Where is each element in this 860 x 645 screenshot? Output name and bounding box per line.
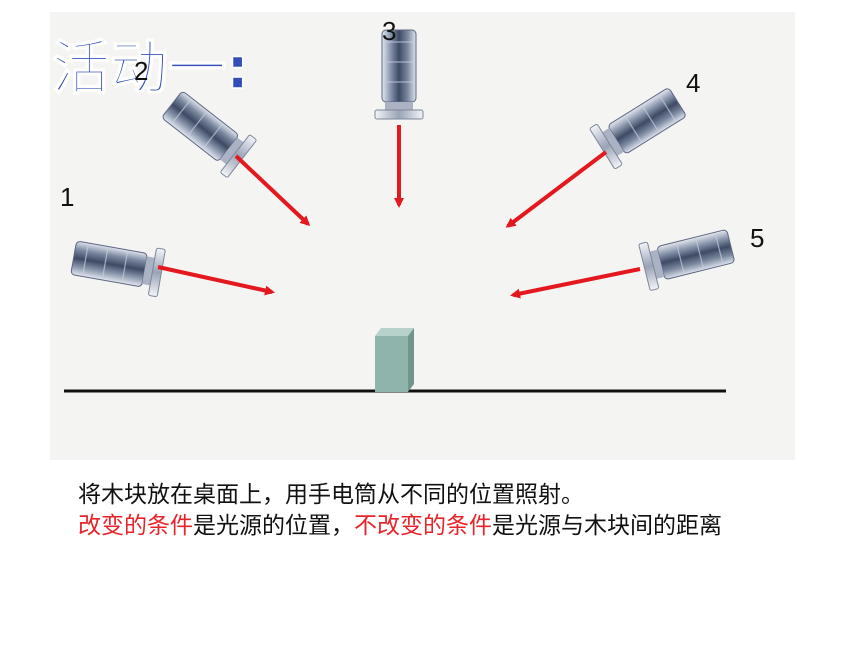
flashlight-band xyxy=(675,242,685,275)
flashlight-head xyxy=(589,124,623,170)
changed-condition-text: 是光源的位置， xyxy=(193,513,354,539)
flashlight-band xyxy=(658,94,677,122)
flashlight-1 xyxy=(70,241,166,297)
position-label-1: 1 xyxy=(60,182,74,212)
scene-diagram: 活动一: 1 2 3 4 5 xyxy=(50,12,795,460)
flashlight-neck xyxy=(142,256,155,286)
flashlight-5 xyxy=(638,229,735,291)
wooden-block xyxy=(375,328,414,392)
position-label-2: 2 xyxy=(134,56,148,86)
light-arrow-2 xyxy=(234,154,311,227)
flashlight-4 xyxy=(589,88,686,170)
flashlight-head xyxy=(638,241,660,291)
flashlight-neck xyxy=(385,102,413,110)
flashlight-neck xyxy=(602,128,624,157)
flashlight-band xyxy=(695,237,705,270)
caption-line-2: 改变的条件是光源的位置，不改变的条件是光源与木块间的距离 xyxy=(78,511,758,542)
position-label-4: 4 xyxy=(686,68,700,98)
light-arrow-4 xyxy=(505,150,608,228)
light-arrow-1 xyxy=(157,265,275,296)
unchanged-condition-label: 不改变的条件 xyxy=(354,513,492,539)
flashlight-head xyxy=(374,109,424,120)
position-label-5: 5 xyxy=(750,223,764,253)
flashlight-band xyxy=(121,250,129,283)
flashlight-band xyxy=(82,243,89,276)
changed-condition-label: 改变的条件 xyxy=(78,513,193,539)
flashlight-band xyxy=(641,104,660,133)
activity-title: 活动一: xyxy=(52,34,249,102)
light-arrow-5 xyxy=(510,267,641,299)
experiment-scene: 活动一: 1 2 3 4 5 xyxy=(50,12,795,460)
unchanged-condition-text: 是光源与木块间的距离 xyxy=(492,513,722,539)
flashlight-band xyxy=(101,247,109,280)
flashlight-band xyxy=(202,123,224,150)
flashlight-band xyxy=(186,110,208,137)
caption-line-1: 将木块放在桌面上，用手电筒从不同的位置照射。 xyxy=(78,482,584,508)
flashlight-head xyxy=(148,247,166,297)
flashlight-neck xyxy=(220,137,244,165)
flashlight-band xyxy=(171,98,192,125)
position-label-3: 3 xyxy=(382,16,396,46)
flashlight-band xyxy=(624,115,643,144)
experiment-caption: 将木块放在桌面上，用手电筒从不同的位置照射。 改变的条件是光源的位置，不改变的条… xyxy=(78,480,758,542)
flashlight-3 xyxy=(374,29,424,120)
flashlight-neck xyxy=(649,249,665,279)
scene-background xyxy=(50,12,795,460)
flashlight-band xyxy=(714,233,724,265)
